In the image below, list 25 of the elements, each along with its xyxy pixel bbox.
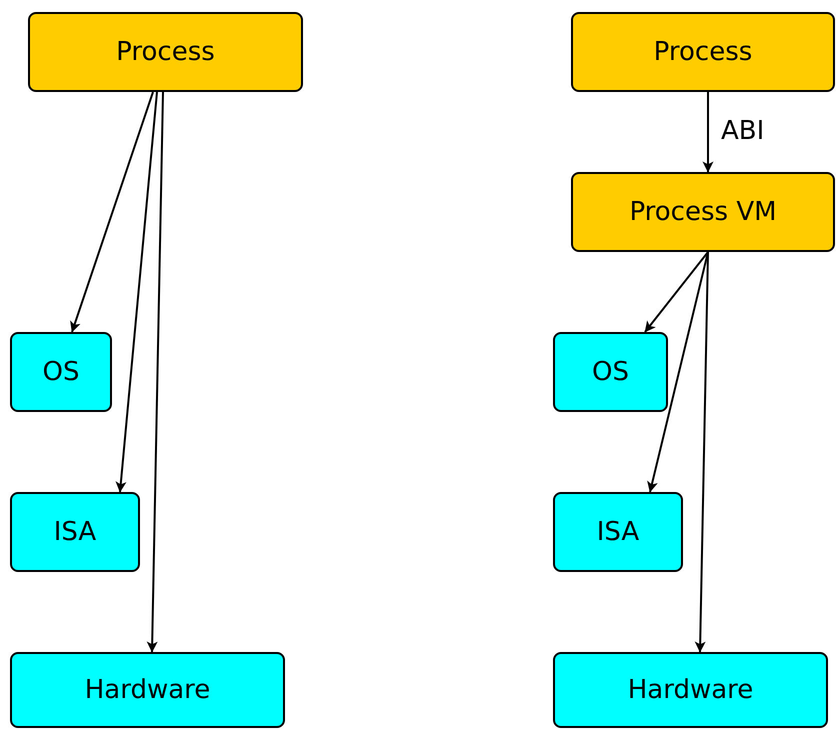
box-label: Process — [654, 37, 752, 67]
process-box — [571, 12, 835, 92]
box-label: Hardware — [84, 675, 210, 705]
box-label: OS — [42, 357, 80, 387]
arrow — [647, 252, 709, 493]
arrow — [146, 92, 164, 653]
process-box — [553, 332, 668, 412]
process-box — [10, 492, 140, 572]
process-box — [10, 652, 285, 728]
box-label: Hardware — [628, 675, 754, 705]
process-box — [571, 172, 835, 252]
arrow — [702, 92, 714, 173]
process-box — [553, 652, 828, 728]
arrow — [644, 251, 709, 333]
arrow — [115, 92, 158, 493]
box-label: Process VM — [629, 197, 777, 227]
box-label: Process — [116, 37, 215, 67]
arrow — [694, 252, 709, 653]
arrow — [70, 92, 154, 333]
process-box — [28, 12, 303, 92]
box-label: ISA — [54, 517, 96, 547]
box-label: OS — [592, 357, 629, 387]
process-box — [10, 332, 112, 412]
process-box — [553, 492, 683, 572]
box-label: ISA — [596, 517, 640, 547]
